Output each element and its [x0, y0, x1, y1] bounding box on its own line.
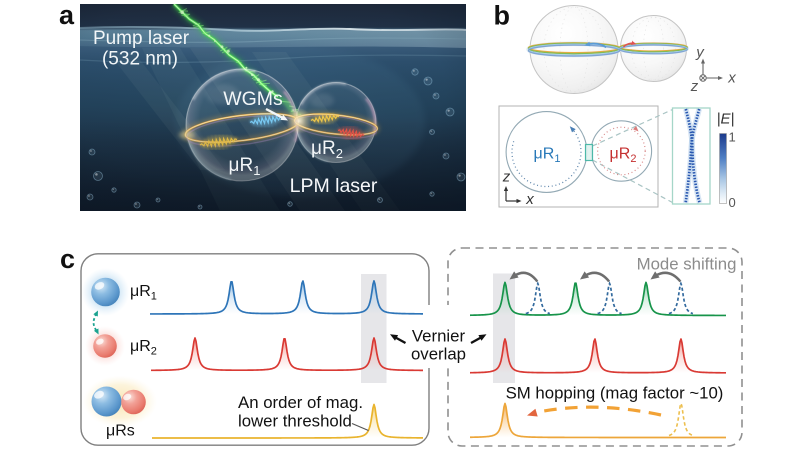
svg-text:overlap: overlap	[411, 345, 466, 364]
svg-text:x: x	[525, 191, 534, 208]
svg-text:(532 nm): (532 nm)	[102, 49, 178, 70]
svg-text:z: z	[690, 78, 699, 95]
svg-text:Pump laser: Pump laser	[93, 28, 190, 49]
svg-text:μR1: μR1	[534, 146, 561, 166]
svg-text:Mode shifting: Mode shifting	[637, 255, 737, 274]
svg-text:y: y	[695, 44, 705, 61]
svg-text:1: 1	[729, 130, 736, 145]
svg-text:μR2: μR2	[311, 138, 343, 161]
svg-text:0: 0	[729, 195, 736, 210]
svg-text:b: b	[494, 1, 511, 31]
svg-text:μR2: μR2	[610, 146, 637, 166]
svg-text:μR1: μR1	[229, 155, 261, 178]
svg-text:Vernier: Vernier	[412, 327, 466, 346]
svg-text:μR1: μR1	[130, 283, 157, 303]
svg-text:|E|: |E|	[717, 111, 735, 128]
svg-text:WGMs: WGMs	[223, 88, 283, 110]
svg-text:z: z	[502, 169, 511, 186]
svg-text:SM hopping (mag factor ~10): SM hopping (mag factor ~10)	[506, 384, 724, 403]
svg-text:lower threshold: lower threshold	[238, 412, 352, 431]
svg-text:An order of mag.: An order of mag.	[238, 393, 363, 412]
svg-text:LPM laser: LPM laser	[290, 175, 378, 197]
svg-text:x: x	[727, 70, 736, 87]
svg-text:a: a	[59, 0, 75, 30]
svg-text:μRs: μRs	[106, 423, 135, 440]
svg-text:μR2: μR2	[130, 338, 157, 358]
svg-text:c: c	[60, 244, 75, 274]
